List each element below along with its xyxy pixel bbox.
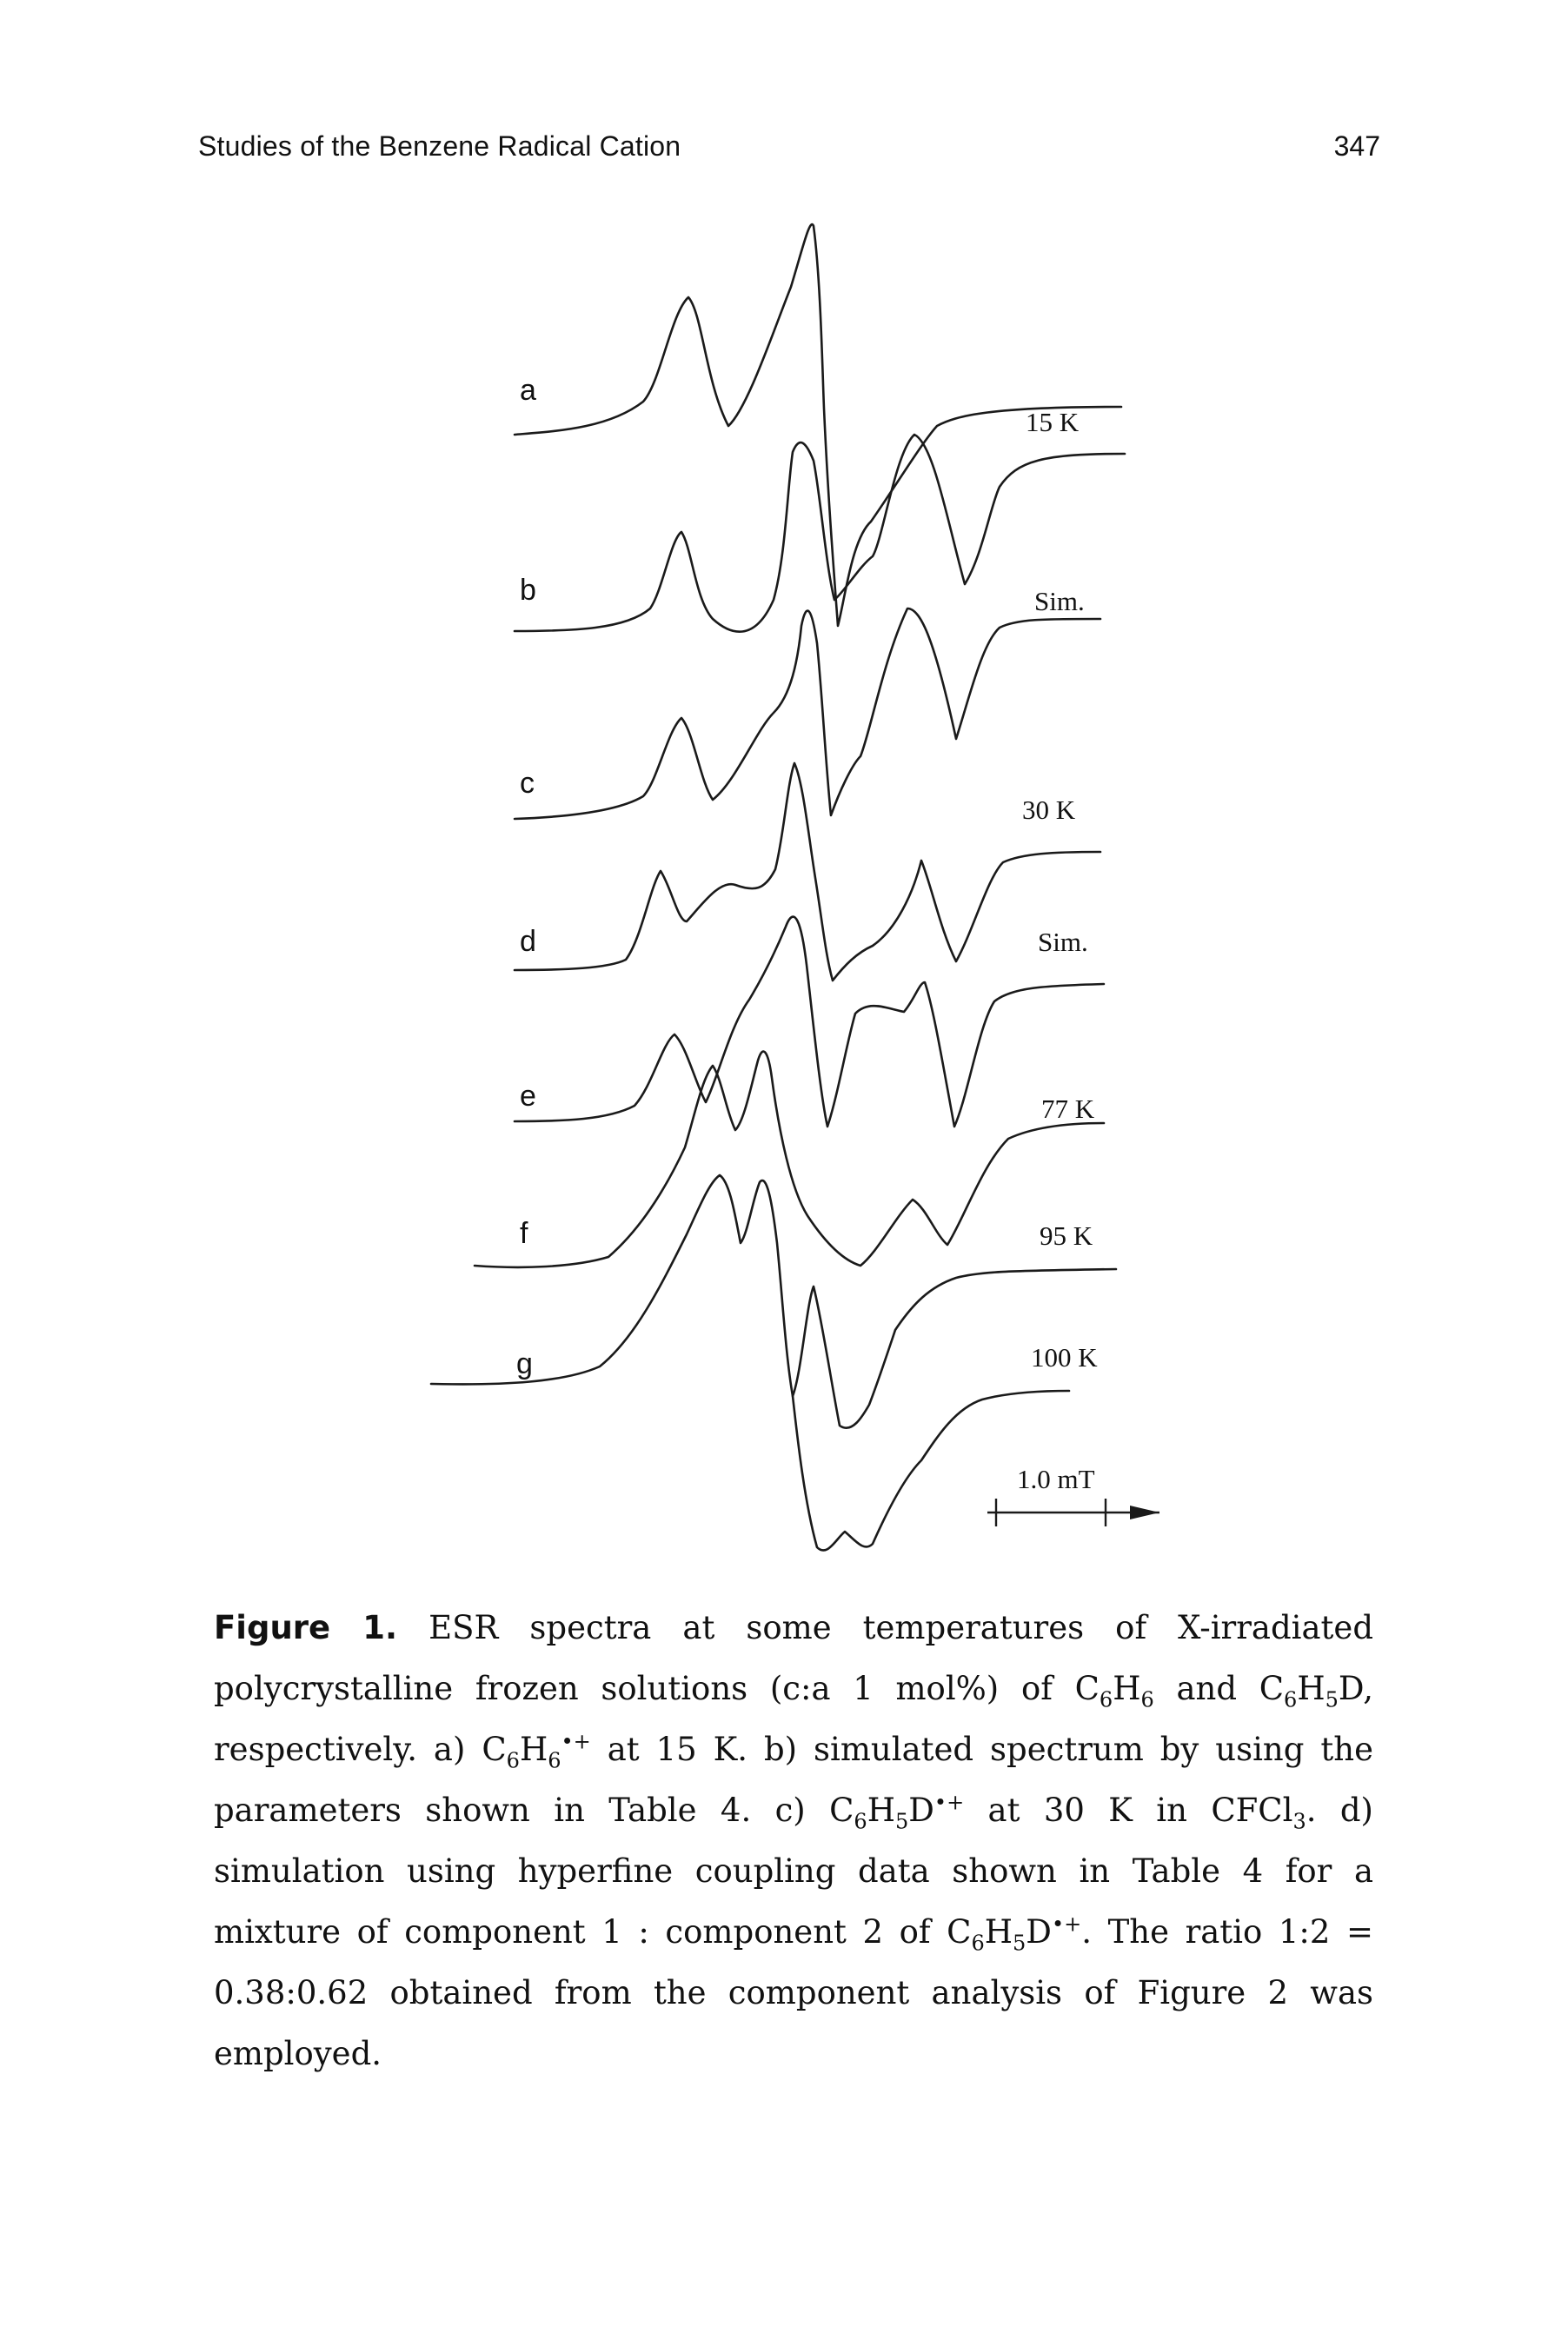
caption-sub: 6 (506, 1748, 520, 1773)
caption-text: at 15 K. b) simulated spectrum by using … (214, 1731, 1373, 1829)
spectra-stack: a 15 K b Sim. c 30 K d Sim. e 77 K f 95 … (429, 223, 1159, 1552)
caption-text: . d) simulation using hyperfine coupling… (214, 1792, 1373, 1951)
caption-text: ESR spectra at some temperatures of X-ir… (214, 1609, 1374, 1707)
caption-sub: 6 (854, 1809, 867, 1834)
caption-text: H (1297, 1670, 1325, 1707)
trace-e (513, 915, 1106, 1128)
trace-label-e: 77 K (1041, 1094, 1095, 1124)
trace-g (429, 1174, 1118, 1429)
trace-letter-f: f (520, 1217, 528, 1250)
trace-b (513, 433, 1126, 633)
trace-label-c: 30 K (1022, 795, 1076, 825)
trace-a (513, 223, 1123, 628)
caption-sub: 5 (1325, 1687, 1339, 1712)
caption-sub: 6 (1284, 1687, 1298, 1712)
caption-sub: 5 (894, 1809, 909, 1834)
caption-sub: 6 (548, 1748, 561, 1773)
trace-label-b: Sim. (1034, 586, 1085, 616)
caption-text: D, respectively. a) C (214, 1670, 1373, 1768)
page-number: 347 (1333, 130, 1380, 162)
caption-sup: •+ (933, 1790, 965, 1815)
trace-letter-d: d (520, 925, 536, 958)
caption-sub: 6 (971, 1931, 985, 1956)
caption-text: H (519, 1731, 548, 1768)
trace-letter-g: g (516, 1347, 533, 1380)
trace-letter-a: a (520, 374, 536, 407)
trace-d (513, 761, 1102, 982)
caption-sub: 6 (1140, 1687, 1154, 1712)
trace-c (513, 607, 1102, 821)
page-header: Studies of the Benzene Radical Cation 34… (198, 130, 1380, 174)
trace-letter-e: e (520, 1080, 536, 1113)
trace-f (473, 1050, 1106, 1269)
trace-label-f: 95 K (1040, 1220, 1093, 1251)
scale-arrow-icon (1130, 1506, 1159, 1519)
trace-label-a: 15 K (1026, 407, 1080, 437)
scale-bar: 1.0 mT (987, 1464, 1159, 1526)
running-head: Studies of the Benzene Radical Cation (198, 130, 681, 162)
caption-text: H (867, 1792, 895, 1829)
caption-text: H (1113, 1670, 1141, 1707)
caption-sup: •+ (561, 1729, 591, 1754)
figure-caption: Figure 1. ESR spectra at some temperatur… (214, 1598, 1373, 2084)
trace-label-g: 100 K (1031, 1342, 1098, 1373)
figure-label: Figure 1. (214, 1609, 398, 1646)
trace-letter-b: b (520, 574, 536, 607)
caption-sub: 6 (1099, 1687, 1113, 1712)
caption-text: at 30 K in CFCl (964, 1792, 1293, 1829)
scale-bar-label: 1.0 mT (1017, 1464, 1095, 1494)
caption-sup: •+ (1051, 1912, 1082, 1937)
caption-sub: 5 (1013, 1931, 1027, 1956)
caption-text: H (984, 1913, 1013, 1951)
esr-spectra-figure: a 15 K b Sim. c 30 K d Sim. e 77 K f 95 … (429, 223, 1159, 1552)
caption-text: . The ratio 1:2 = 0.38:0.62 obtained fro… (214, 1913, 1373, 2072)
trace-g-tail (791, 1389, 1071, 1552)
caption-text: D (1026, 1913, 1052, 1951)
trace-letter-c: c (520, 767, 535, 800)
caption-text: D (908, 1792, 934, 1829)
caption-text: and C (1153, 1670, 1285, 1707)
trace-label-d: Sim. (1038, 927, 1088, 957)
caption-sub: 3 (1292, 1809, 1306, 1834)
